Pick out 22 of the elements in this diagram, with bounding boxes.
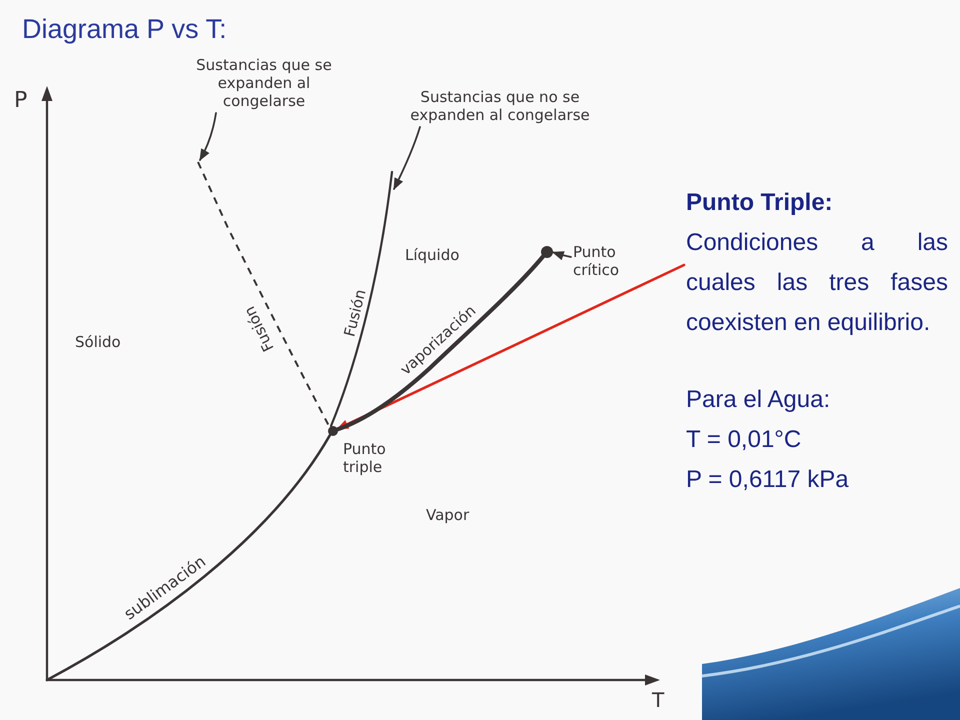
annotation-text: Sustancias que se expanden al congelarse bbox=[186, 56, 342, 110]
boundary-curve bbox=[336, 254, 546, 432]
annotation-text: Punto crítico bbox=[573, 243, 647, 279]
point-label: Punto triple bbox=[343, 440, 387, 476]
value-text: T = 0,01°C bbox=[686, 425, 802, 455]
slide-title: Diagrama P vs T: bbox=[22, 13, 227, 46]
subheading-text: Para el Agua: bbox=[686, 385, 832, 415]
axis-label: T bbox=[652, 688, 664, 712]
region-label: Sólido bbox=[75, 333, 121, 351]
value-text: P = 0,6117 kPa bbox=[686, 465, 850, 495]
leader-arrow bbox=[199, 112, 217, 162]
region-label: Líquido bbox=[405, 246, 460, 264]
region-label: Vapor bbox=[426, 506, 470, 524]
leader-arrow bbox=[393, 126, 421, 190]
leader-arrow bbox=[552, 251, 572, 260]
callout-heading: Punto Triple: bbox=[686, 188, 834, 218]
point-marker bbox=[541, 246, 553, 258]
axis-label: P bbox=[14, 88, 28, 114]
description-text: Condiciones a las cuales las tres fases coexisten en equilibrio. bbox=[686, 228, 948, 338]
point-marker bbox=[328, 426, 338, 436]
curve-label: Fusión bbox=[340, 288, 370, 338]
annotation-text: Sustancias que no se expanden al congelarse bbox=[408, 88, 592, 124]
